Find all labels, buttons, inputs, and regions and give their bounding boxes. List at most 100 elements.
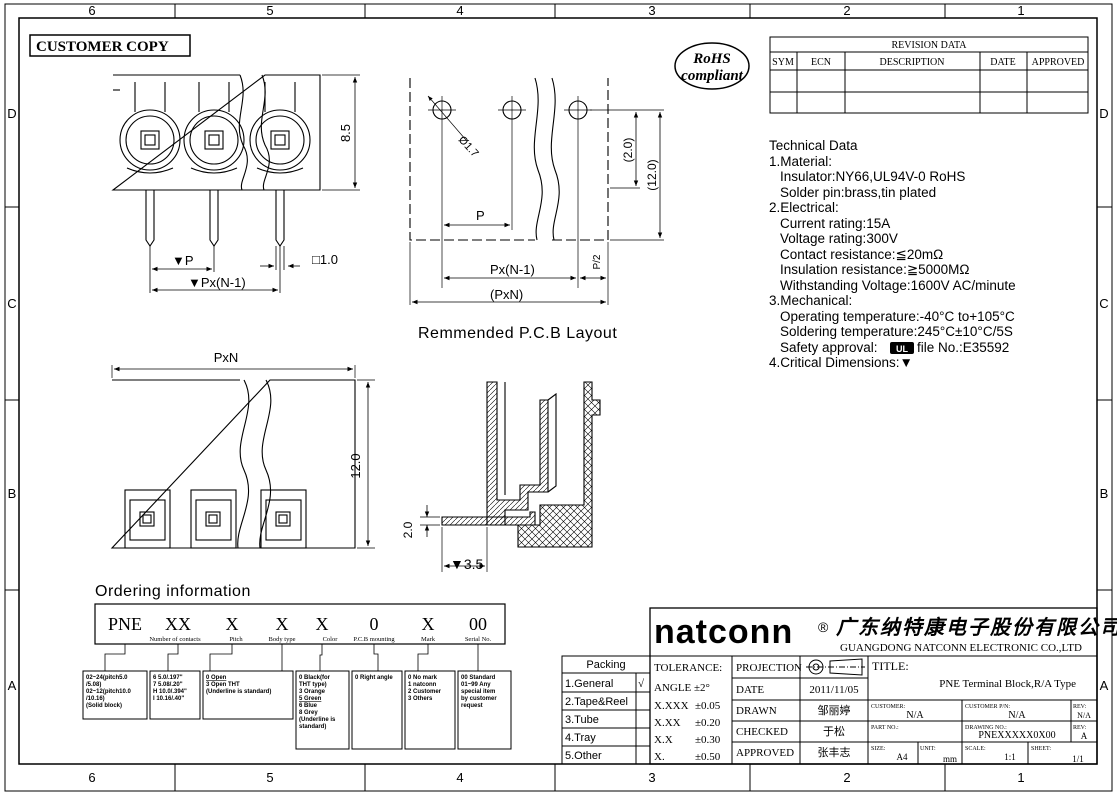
col-label: 4 xyxy=(456,770,463,785)
svg-text:6 Blue: 6 Blue xyxy=(299,703,318,709)
unit-value: mm xyxy=(943,754,957,764)
svg-text:6 5.0/.197": 6 5.0/.197" xyxy=(153,675,183,681)
dim-pitch-total: ▼Px(N-1) xyxy=(188,275,246,290)
pcb-layout-drawing xyxy=(409,77,664,305)
rev-label: REV: xyxy=(1073,725,1087,731)
tech-line: Solder pin:brass,tin plated xyxy=(780,185,936,200)
tolerance-key: X.XX xyxy=(654,717,681,729)
top-view-drawing xyxy=(111,74,360,293)
column-labels-top: 6 5 4 3 2 1 xyxy=(88,3,1024,18)
dim-hole: Ø1.7 xyxy=(456,134,481,160)
svg-text:/10.16): /10.16) xyxy=(86,696,105,702)
order-code: X xyxy=(276,614,289,634)
order-code: XX xyxy=(165,614,191,634)
packing-title: Packing xyxy=(586,659,625,671)
tolerance-angle: ANGLE ±2° xyxy=(654,682,710,694)
order-code: 00 xyxy=(469,614,487,634)
packing-item: 5.Other xyxy=(565,750,602,762)
customer-pn-value: N/A xyxy=(1008,710,1026,721)
dim-pcb-half: P/2 xyxy=(592,254,603,269)
svg-text:special item: special item xyxy=(461,689,495,695)
tolerance-key: X.X xyxy=(654,734,673,746)
dim-top-height: 8.5 xyxy=(338,124,353,142)
tech-line: Voltage rating:300V xyxy=(780,231,898,246)
svg-text:THT type): THT type) xyxy=(299,682,327,688)
tolerance-value: ±0.20 xyxy=(695,717,721,729)
revision-header: DESCRIPTION xyxy=(879,57,944,68)
svg-text:UL: UL xyxy=(896,344,908,354)
part-no-label: PART NO.: xyxy=(871,725,899,731)
ordering-option-boxes xyxy=(82,670,512,750)
col-label: 3 xyxy=(648,3,655,18)
row-label: B xyxy=(8,486,17,501)
tech-line: Soldering temperature:245°C±10°C/5S xyxy=(780,324,1013,339)
customer-pn-label: CUSTOMER P/N: xyxy=(965,704,1010,710)
stamp-text: CUSTOMER COPY xyxy=(36,39,169,55)
revision-header: SYM xyxy=(772,57,794,68)
col-label: 6 xyxy=(88,770,95,785)
packing-check: √ xyxy=(638,678,645,690)
revision-title: REVISION DATA xyxy=(891,40,967,51)
dim-pcb-2: (2.0) xyxy=(621,138,635,163)
packing-item: 1.General xyxy=(565,678,613,690)
approval-label: DRAWN xyxy=(736,705,777,717)
rohs-badge: RoHS compliant xyxy=(674,42,750,90)
svg-text:0 Open: 0 Open xyxy=(206,675,227,681)
dim-front-width: PxN xyxy=(214,350,239,365)
tech-line: 2.Electrical: xyxy=(769,200,839,215)
title-label: TITLE: xyxy=(872,659,909,673)
rohs-line2: compliant xyxy=(681,68,744,84)
tech-line: Current rating:15A xyxy=(780,216,890,231)
svg-text:00 Standard: 00 Standard xyxy=(461,675,496,681)
dim-side-35: ▼3.5 xyxy=(450,556,484,572)
col-label: 3 xyxy=(648,770,655,785)
title-block-grid xyxy=(561,607,1098,765)
dim-pin: □1.0 xyxy=(312,252,338,267)
registered-mark: ® xyxy=(818,619,829,635)
dim-pcb-12: (12.0) xyxy=(645,159,659,190)
packing-item: 4.Tray xyxy=(565,732,596,744)
option-box-mark: 0 No mark 1 natconn 2 Customer 3 Others xyxy=(408,675,442,702)
order-label: Pitch xyxy=(229,636,243,643)
approval-value: 于松 xyxy=(823,724,845,738)
svg-text:7 5.08/.20": 7 5.08/.20" xyxy=(153,682,183,688)
tech-line: Withstanding Voltage:1600V AC/minute xyxy=(780,278,1016,293)
svg-text:standard): standard) xyxy=(299,724,326,730)
svg-text:02~12(pitch10.0: 02~12(pitch10.0 xyxy=(86,689,132,695)
tech-line: Technical Data xyxy=(769,138,858,153)
tolerance-title: TOLERANCE: xyxy=(654,662,722,674)
rev-label: REV: xyxy=(1073,704,1087,710)
svg-text:(Underline is: (Underline is xyxy=(299,717,336,723)
tech-line: Contact resistance:≦20mΩ xyxy=(780,247,943,262)
option-box-mounting: 0 Right angle xyxy=(355,675,393,681)
svg-text:01~99 Any: 01~99 Any xyxy=(461,682,491,688)
customer-label: CUSTOMER: xyxy=(871,704,906,710)
col-label: 4 xyxy=(456,3,463,18)
approval-label: APPROVED xyxy=(736,747,794,759)
dim-pcb-pxn: (PxN) xyxy=(490,287,523,302)
order-code: X xyxy=(422,614,435,634)
col-label: 6 xyxy=(88,3,95,18)
row-label: D xyxy=(1099,106,1108,121)
tech-safety-file: file No.:E35592 xyxy=(917,340,1009,355)
tolerance-key: X. xyxy=(654,751,665,763)
order-label: Number of contacts xyxy=(149,636,201,643)
order-code: 0 xyxy=(370,614,379,634)
approval-label: PROJECTION xyxy=(736,662,802,674)
column-labels-bottom: 6 5 4 3 2 1 xyxy=(88,770,1024,785)
svg-text:(Underline is standard): (Underline is standard) xyxy=(206,689,271,695)
svg-text:2 Customer: 2 Customer xyxy=(408,689,442,695)
svg-text:3 Others: 3 Others xyxy=(408,696,433,702)
tech-line: Safety approval: xyxy=(780,340,878,355)
packing-item: 2.Tape&Reel xyxy=(565,696,628,708)
col-label: 2 xyxy=(843,3,850,18)
size-value: A4 xyxy=(897,752,908,762)
revision-header: APPROVED xyxy=(1032,57,1085,68)
svg-text:(Solid block): (Solid block) xyxy=(86,703,122,709)
order-label: Body type xyxy=(269,636,296,643)
sheet-value: 1/1 xyxy=(1072,754,1084,764)
option-box-color: 0 Black(for THT type) 3 Orange 5 Green 6… xyxy=(299,675,336,730)
tech-line: Insulation resistance:≧5000MΩ xyxy=(780,262,970,277)
svg-text:8 Grey: 8 Grey xyxy=(299,710,318,716)
